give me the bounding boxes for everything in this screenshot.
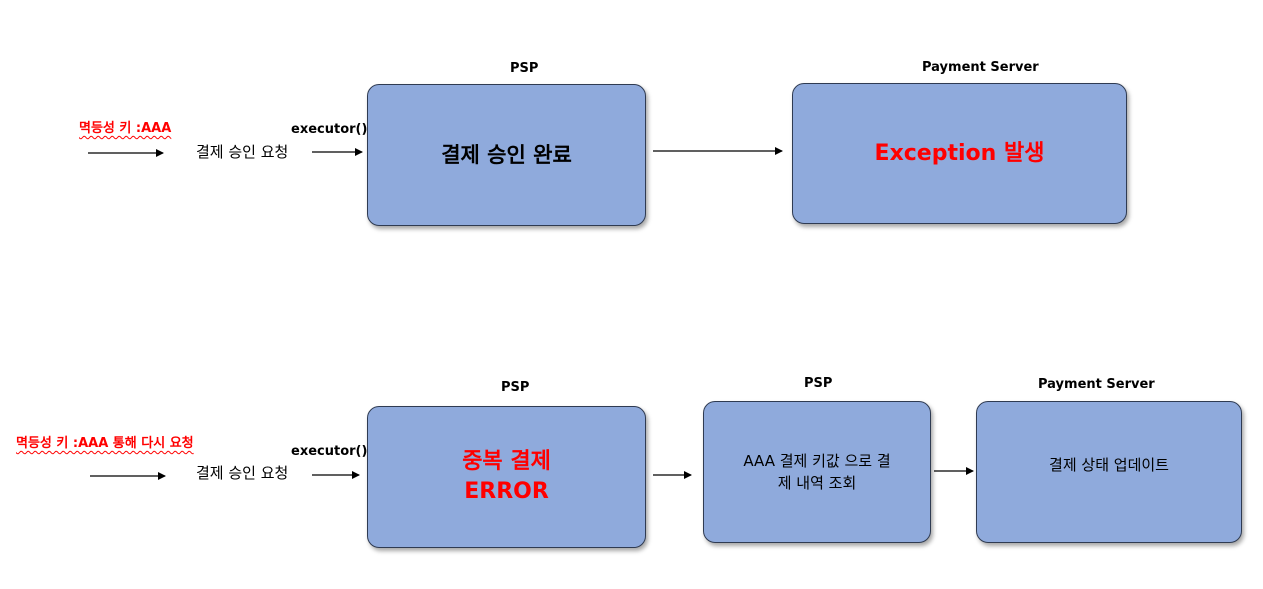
top-idempotency-key-label: 멱등성 키 :AAA (79, 121, 172, 136)
bottom-server-title: Payment Server (1038, 377, 1155, 392)
bottom-idempotency-key-label: 멱등성 키 :AAA 통해 다시 요청 (16, 436, 194, 451)
bottom-psp2-line1: AAA 결제 키값 으로 결 (743, 452, 891, 470)
bottom-psp2-line2: 제 내역 조회 (777, 474, 857, 492)
bottom-psp2-box: AAA 결제 키값 으로 결 제 내역 조회 (703, 401, 931, 543)
bottom-psp1-title: PSP (501, 380, 530, 395)
top-psp-box-text: 결제 승인 완료 (441, 142, 572, 167)
top-server-title: Payment Server (922, 60, 1039, 75)
top-psp-title: PSP (510, 61, 539, 76)
top-psp-box: 결제 승인 완료 (367, 84, 646, 226)
bottom-psp2-title: PSP (804, 376, 833, 391)
top-request-label: 결제 승인 요청 (196, 143, 289, 161)
bottom-server-box-text: 결제 상태 업데이트 (1049, 455, 1169, 474)
bottom-request-label: 결제 승인 요청 (196, 464, 289, 482)
top-executor-label: executor() (291, 122, 368, 137)
bottom-psp1-line2: ERROR (464, 479, 549, 504)
bottom-psp1-line1: 중복 결제 (462, 449, 551, 475)
top-server-box-text: Exception 발생 (874, 140, 1045, 166)
bottom-psp2-box-text: AAA 결제 키값 으로 결 제 내역 조회 (743, 450, 890, 494)
top-server-box: Exception 발생 (792, 83, 1127, 224)
bottom-psp1-box: 중복 결제 ERROR (367, 406, 646, 548)
bottom-server-box: 결제 상태 업데이트 (976, 401, 1242, 543)
bottom-executor-label: executor() (291, 444, 368, 459)
bottom-psp1-box-text: 중복 결제 ERROR (462, 447, 551, 506)
